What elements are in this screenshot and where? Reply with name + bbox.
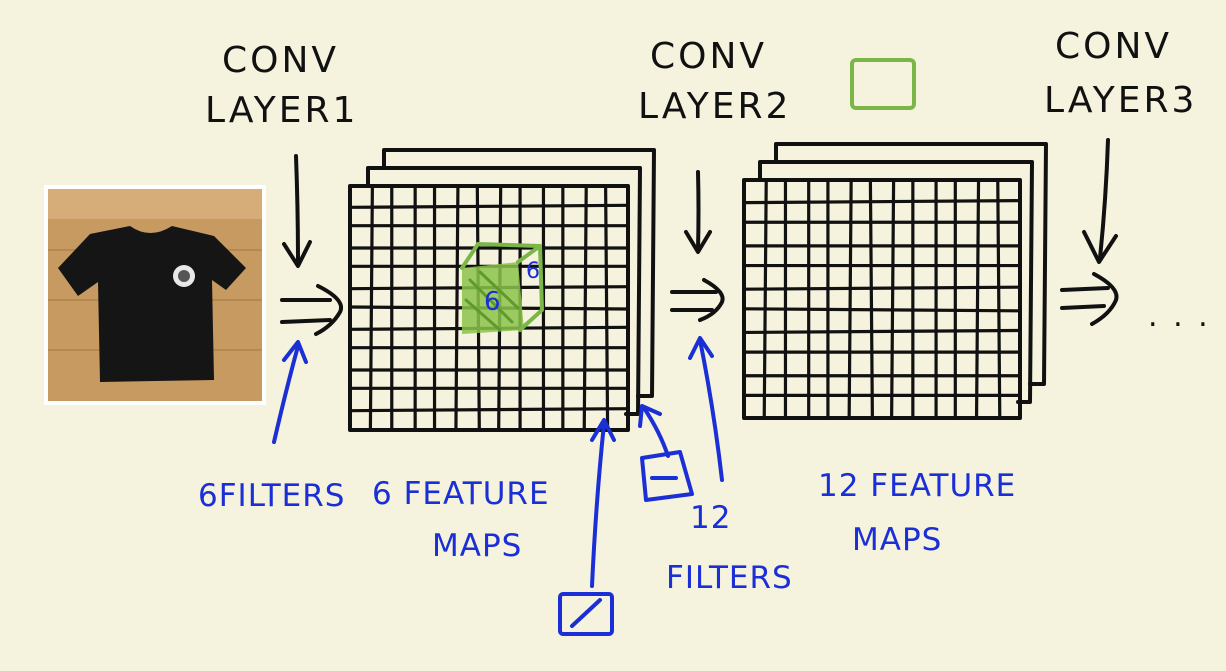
filter-icon-small	[558, 592, 614, 636]
feature-map-stack-2	[742, 142, 1048, 420]
implies-arrow-3	[1060, 272, 1119, 326]
stack1-middle-layer	[366, 166, 642, 416]
label-12-feature-maps-line1: 12 FEATURE	[818, 468, 1016, 504]
feature-map-stack-1	[348, 148, 656, 432]
implies-arrow-1	[280, 284, 343, 336]
grid-line-vertical	[762, 178, 768, 420]
conv-layer1-label-line2: LAYER1	[205, 90, 358, 131]
stack2-back-layer	[774, 142, 1048, 386]
down-arrow-layer3	[1082, 138, 1118, 264]
conv-layer3-label-line2: LAYER3	[1044, 80, 1197, 121]
tshirt-shape	[58, 226, 246, 382]
filter-icon-depth	[640, 450, 694, 502]
ellipsis: . . .	[1148, 299, 1211, 334]
stack2-middle-layer	[758, 160, 1034, 404]
label-6-filters: 6FILTERS	[198, 478, 345, 514]
grid-line-vertical	[868, 178, 874, 420]
label-6-feature-maps-line2: MAPS	[432, 528, 522, 564]
blue-arrow-12filters	[688, 336, 724, 482]
down-arrow-layer2	[684, 170, 712, 254]
blue-arrow-6filters	[272, 340, 308, 444]
grid-line-horizontal	[348, 407, 630, 413]
green-square-annotation	[850, 58, 916, 110]
label-12-filters-line1: 12	[690, 500, 731, 536]
grid-line-horizontal	[742, 199, 1022, 205]
label-6-feature-maps-line1: 6 FEATURE	[372, 476, 550, 512]
grid-line-vertical	[974, 178, 981, 420]
conv-layer1-label-line1: CONV	[222, 40, 339, 81]
implies-arrow-2	[670, 278, 725, 322]
label-12-feature-maps-line2: MAPS	[852, 522, 942, 558]
grid-line-horizontal	[742, 307, 1022, 313]
stack2-grid	[742, 178, 1022, 420]
grid-line-vertical	[996, 178, 1002, 420]
blue-arrow-from-depth-icon	[638, 404, 670, 458]
patch-output-label: 6	[484, 287, 502, 317]
conv-layer2-label-line1: CONV	[650, 36, 767, 77]
filter-patch: 6 6	[460, 242, 544, 334]
blue-arrow-from-filter-icon	[590, 418, 616, 588]
stack1-back-layer	[382, 148, 656, 398]
stack2-front-map	[742, 178, 1022, 420]
stack1-grid	[348, 184, 630, 432]
grid-line-vertical	[847, 178, 853, 420]
label-12-filters-line2: FILTERS	[666, 560, 793, 596]
grid-line-horizontal	[742, 285, 1022, 291]
grid-line-vertical	[890, 178, 896, 420]
grid-line-horizontal	[742, 328, 1022, 335]
conv-layer2-label-line2: LAYER2	[638, 86, 791, 127]
grid-line-horizontal	[348, 203, 630, 209]
conv-layer3-label-line1: CONV	[1055, 26, 1172, 67]
down-arrow-layer1	[282, 154, 312, 268]
input-image	[44, 185, 266, 405]
patch-depth-label: 6	[526, 259, 541, 284]
